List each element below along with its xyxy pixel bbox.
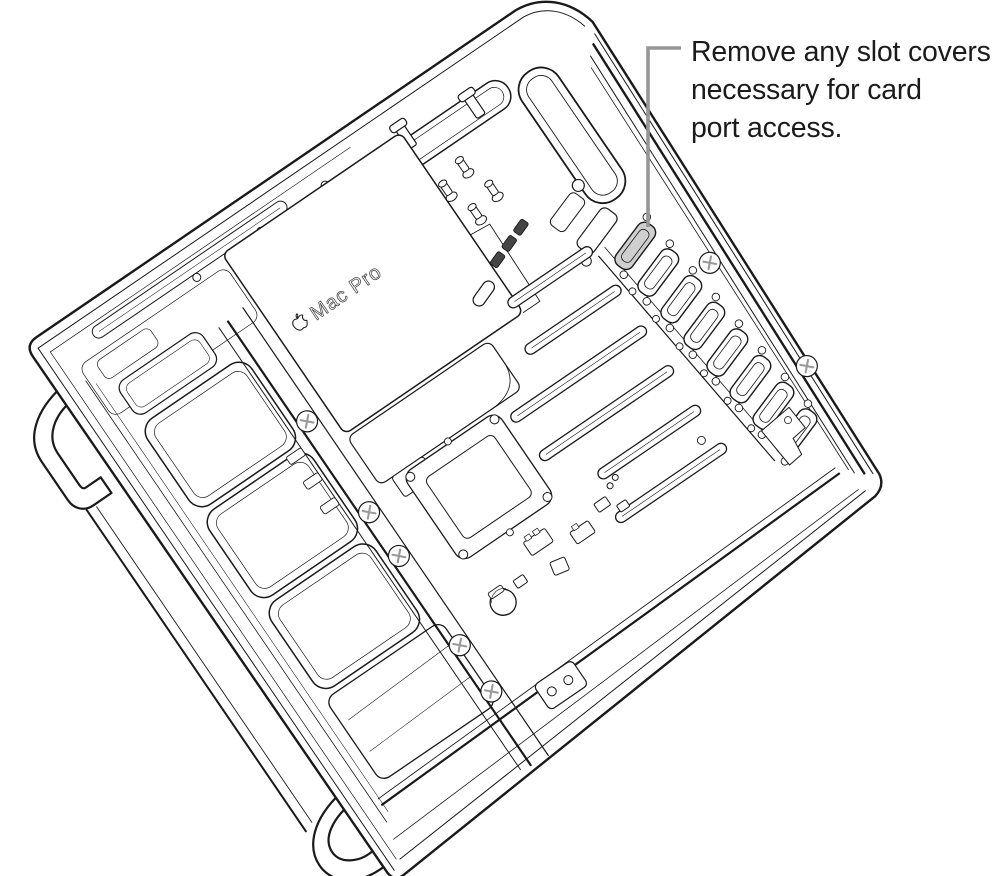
slot-cover [706, 319, 749, 386]
cpu-socket-frame [405, 414, 553, 560]
fan-frame [206, 452, 359, 599]
phillips-screw-icon [480, 680, 503, 703]
slot-cover [752, 372, 795, 439]
battery [487, 584, 517, 616]
fan-frame [268, 543, 421, 690]
phillips-screw-icon [295, 410, 319, 433]
frame-rail-outer [85, 508, 307, 833]
slot-cover-highlighted [614, 212, 657, 279]
slot-connector [507, 246, 594, 309]
standoff-posts [438, 156, 504, 226]
slot-cover [729, 346, 772, 413]
callout-text: Remove any slot covers necessary for car… [691, 33, 996, 147]
frame-handle-loop [33, 384, 113, 510]
slot-connector [538, 365, 675, 462]
slot-cover [683, 292, 726, 359]
bottom-bracket [534, 661, 587, 710]
slot-connector [524, 284, 622, 355]
fan-bracket [118, 332, 218, 415]
phillips-screw-icon [357, 501, 381, 524]
corner-bracket [760, 406, 806, 466]
mac-pro-illustration: Mac Pro [28, 0, 883, 876]
case-edge-lines [37, 10, 874, 871]
fan-lower-panel [328, 623, 494, 779]
apple-logo-icon [292, 313, 308, 331]
latch-bolt [457, 86, 486, 119]
phillips-screw-icon [387, 544, 411, 568]
leader-line [646, 46, 681, 227]
phillips-screw-icon [795, 354, 818, 378]
pcie-slot-connectors [507, 246, 728, 524]
slot-cover [637, 239, 680, 306]
slot-connector [614, 442, 728, 524]
side-handle-cutout [517, 66, 627, 205]
screw-rail [218, 307, 549, 771]
frame-rail-inner [96, 506, 313, 823]
phillips-screw-icon [448, 634, 471, 657]
fan-frame [144, 361, 297, 508]
slot-connector [510, 325, 648, 423]
top-vent-slot-inner [98, 207, 281, 332]
io-ports [472, 218, 529, 307]
slot-connector [597, 404, 702, 480]
psu-panel: Mac Pro [224, 134, 541, 433]
phillips-screw-icon [698, 251, 721, 274]
slot-cover [660, 266, 703, 333]
callout-line: Remove any slot covers [691, 36, 991, 68]
front-fans [118, 332, 494, 779]
callout-line: necessary for card [691, 74, 922, 106]
callout-line: port access. [691, 112, 843, 144]
board-components [487, 435, 706, 616]
